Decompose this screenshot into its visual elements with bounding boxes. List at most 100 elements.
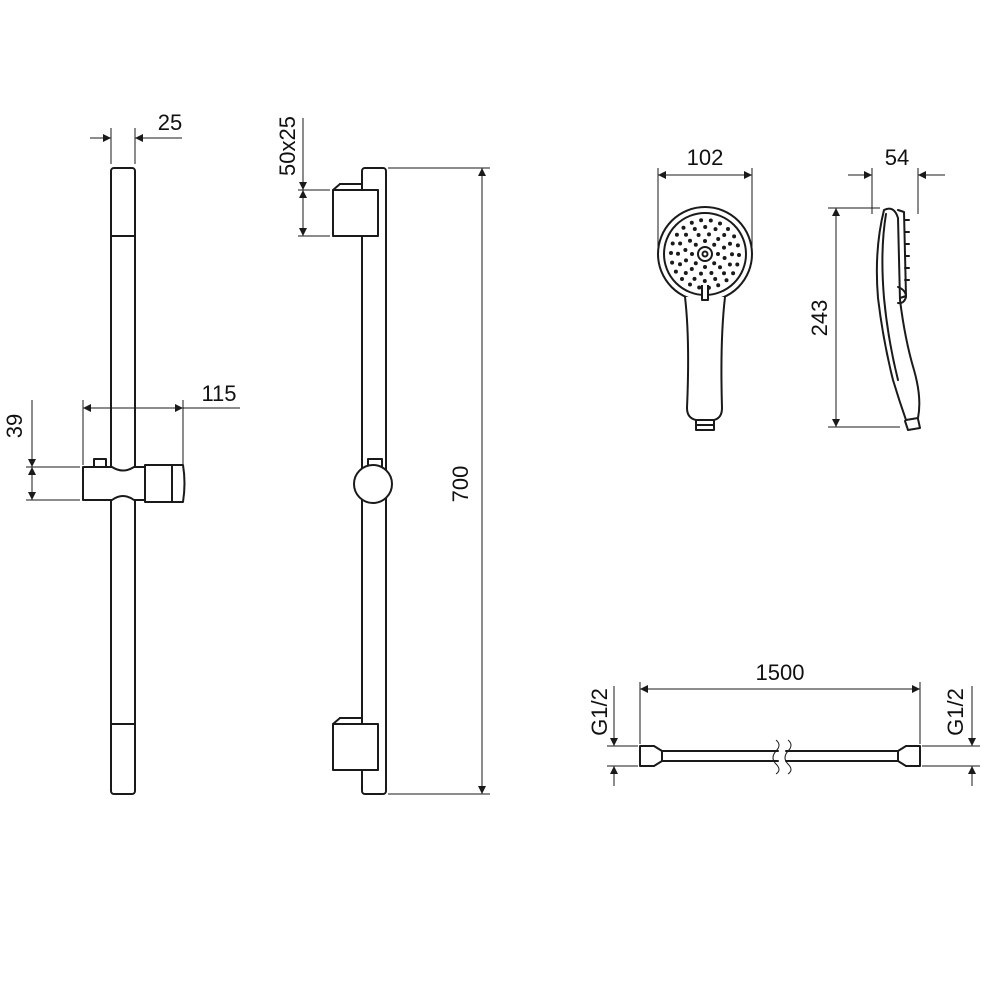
dim-thread-right: G1/2 bbox=[922, 686, 980, 786]
nozzle-dot bbox=[716, 283, 721, 288]
dim-rail-diameter: 25 bbox=[90, 110, 182, 164]
nozzle-dot bbox=[673, 269, 678, 274]
nozzle-dot bbox=[708, 218, 713, 223]
dim-text-50x25: 50x25 bbox=[275, 116, 300, 176]
slider-button bbox=[93, 458, 107, 468]
dim-text-54: 54 bbox=[885, 145, 909, 170]
nozzle-dot bbox=[684, 232, 688, 237]
nozzle-dot bbox=[735, 243, 740, 248]
dim-text-700: 700 bbox=[448, 466, 473, 503]
nozzle-dot bbox=[702, 279, 707, 283]
nozzle-dot bbox=[678, 262, 682, 267]
nozzle-dot bbox=[692, 227, 697, 231]
break-mark-left bbox=[772, 739, 780, 775]
nozzle-dot bbox=[689, 220, 694, 225]
nozzle-dot bbox=[703, 265, 707, 269]
break-mark-right bbox=[784, 739, 792, 775]
nozzle-dot bbox=[703, 239, 707, 243]
dim-text-39: 39 bbox=[2, 414, 27, 438]
nozzle-dot bbox=[731, 271, 736, 276]
dim-text-115: 115 bbox=[201, 381, 236, 406]
nozzle-dot bbox=[722, 245, 726, 250]
nozzle-dot bbox=[735, 262, 740, 267]
nozzle-dot bbox=[674, 232, 679, 237]
dim-text-25: 25 bbox=[158, 110, 182, 135]
dim-head-depth: 54 bbox=[848, 145, 945, 214]
dim-bracket-size: 50x25 bbox=[275, 116, 330, 237]
nozzle-dot bbox=[713, 227, 718, 232]
spray-nozzles bbox=[669, 218, 741, 290]
handshower-front-view: 102 bbox=[657, 145, 753, 431]
slider-front bbox=[82, 458, 186, 503]
nozzle-dot bbox=[697, 285, 702, 290]
dim-handshower-length: 243 bbox=[807, 207, 900, 428]
nozzle-dot bbox=[693, 242, 698, 247]
nozzle-dot bbox=[737, 253, 741, 257]
nozzle-dot bbox=[678, 241, 683, 246]
nozzle-dot bbox=[683, 248, 688, 252]
nozzle-dot bbox=[727, 262, 732, 267]
mode-switch bbox=[701, 285, 709, 301]
nozzle-dot bbox=[718, 221, 722, 226]
dim-head-diameter: 102 bbox=[657, 145, 753, 252]
hose-nut-left bbox=[639, 745, 663, 767]
nozzle-dot bbox=[716, 237, 721, 241]
nozzle-dot bbox=[726, 227, 730, 231]
side-nozzles bbox=[904, 219, 910, 281]
nozzle-dot bbox=[728, 241, 732, 246]
nozzle-dot bbox=[718, 265, 722, 270]
rail-side-view: 50x25 700 bbox=[275, 116, 490, 795]
nozzle-dot bbox=[707, 232, 711, 237]
dim-text-102: 102 bbox=[687, 145, 724, 170]
dim-thread-left: G1/2 bbox=[587, 686, 638, 786]
wall-bracket-top bbox=[332, 183, 379, 237]
nozzle-dot bbox=[669, 251, 673, 255]
rail-front-view: 25 115 39 bbox=[2, 110, 240, 795]
nozzle-dot bbox=[699, 218, 704, 223]
nozzle-dot bbox=[692, 276, 697, 281]
dim-hose-length: 1500 bbox=[639, 660, 921, 744]
side-switch bbox=[897, 286, 907, 305]
nozzle-dot bbox=[690, 252, 694, 256]
nozzle-dot bbox=[713, 277, 718, 281]
nozzle-dot bbox=[709, 271, 714, 275]
hose-connector-side bbox=[904, 418, 921, 431]
dim-text-g12-right: G1/2 bbox=[943, 688, 968, 736]
nozzle-dot bbox=[724, 278, 729, 283]
nozzle-dot bbox=[699, 271, 703, 276]
nozzle-dot bbox=[712, 242, 717, 247]
nozzle-dot bbox=[732, 234, 737, 239]
nozzle-dot bbox=[693, 261, 698, 266]
dim-text-243: 243 bbox=[807, 300, 832, 337]
nozzle-dot bbox=[688, 282, 692, 287]
handshower-side-body bbox=[875, 207, 921, 421]
nozzle-dot bbox=[722, 271, 726, 276]
nozzle-dot bbox=[683, 271, 688, 275]
nozzle-dot bbox=[670, 241, 675, 246]
nozzle-dot bbox=[730, 252, 734, 257]
nozzle-dot bbox=[688, 238, 692, 243]
handle-front bbox=[684, 296, 726, 421]
nozzle-dot bbox=[670, 260, 675, 265]
nozzle-dot bbox=[722, 233, 727, 237]
nozzle-dot bbox=[680, 277, 684, 281]
nozzle-dot bbox=[712, 261, 717, 266]
hose-view: 1500 G1/2 G1/2 bbox=[587, 660, 980, 786]
handshower-side-view: 54 243 bbox=[807, 145, 945, 431]
nozzle-dot bbox=[689, 267, 694, 271]
nozzle-dot bbox=[681, 225, 686, 230]
hose-nut-right bbox=[897, 745, 921, 767]
dim-slider-projection: 115 bbox=[82, 381, 240, 465]
dim-slider-height: 39 bbox=[2, 400, 80, 501]
nozzle-dot bbox=[703, 225, 708, 229]
dim-rail-length: 700 bbox=[388, 167, 490, 795]
dim-text-g12-left: G1/2 bbox=[587, 688, 612, 736]
nozzle-dot bbox=[722, 256, 727, 260]
slider-knob-side bbox=[353, 458, 393, 504]
dim-text-1500: 1500 bbox=[756, 660, 805, 685]
nozzle-dot bbox=[716, 252, 720, 256]
nozzle-dot bbox=[684, 258, 688, 263]
nozzle-dot bbox=[676, 251, 680, 256]
nozzle-dot bbox=[696, 233, 701, 237]
